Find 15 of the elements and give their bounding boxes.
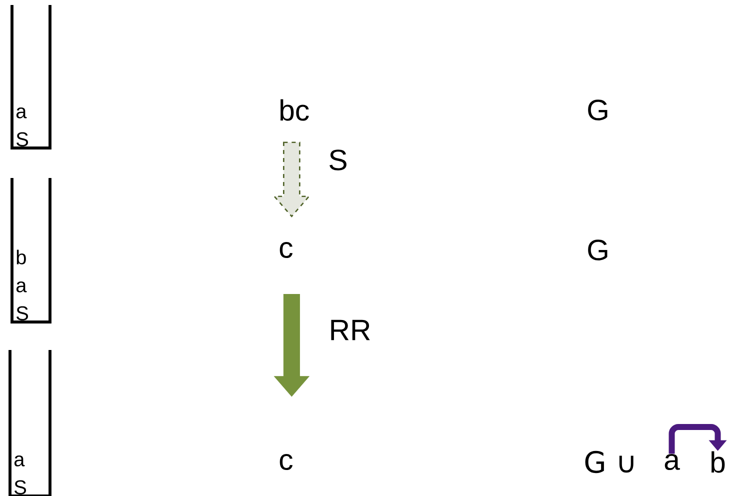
symbol-text: bc [280, 99, 309, 121]
symbol-text: G [588, 240, 608, 260]
edge-label: RR [331, 320, 370, 340]
edge-label: S [330, 150, 346, 170]
symbol-text: b [712, 451, 725, 473]
symbol-text: G [588, 100, 608, 120]
block-arrow [274, 294, 310, 397]
stack: a S [8, 350, 52, 496]
symbol-text: c [280, 242, 292, 258]
stack: b a S [10, 178, 52, 324]
symbol-text: a [664, 454, 680, 470]
block-arrow [272, 142, 310, 218]
stack: a S [10, 5, 52, 150]
symbol-text: G ∪ [585, 450, 634, 474]
symbol-text: c [280, 454, 292, 470]
